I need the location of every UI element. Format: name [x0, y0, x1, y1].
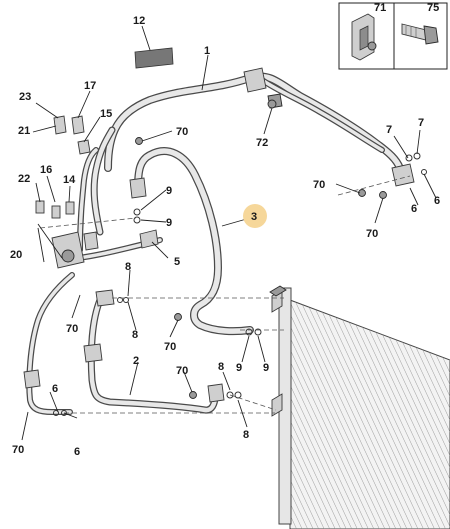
- callout-70-d: 70: [164, 341, 176, 353]
- callout-5: 5: [174, 256, 180, 268]
- callout-8-d: 8: [243, 429, 249, 441]
- callout-7-b: 7: [418, 117, 424, 129]
- callout-9-a: 9: [166, 185, 172, 197]
- callout-70-b: 70: [313, 179, 325, 191]
- callout-70-e: 70: [176, 365, 188, 377]
- callout-70-f: 70: [66, 323, 78, 335]
- callout-9-b: 9: [166, 217, 172, 229]
- valve-block-drawing: [51, 231, 99, 269]
- sticker-12-drawing: 12: [133, 15, 174, 69]
- callout-75: 75: [427, 2, 439, 14]
- callout-8-a: 8: [125, 261, 131, 273]
- callout-6-a: 6: [52, 383, 58, 395]
- callout-16: 16: [40, 164, 52, 176]
- callout-71: 71: [374, 2, 386, 14]
- callout-6-b: 6: [74, 446, 80, 458]
- callout-9-c: 9: [236, 362, 242, 374]
- callout-15: 15: [100, 108, 112, 120]
- callout-8-b: 8: [132, 329, 138, 341]
- callout-12: 12: [133, 15, 145, 27]
- callout-23: 23: [19, 91, 31, 103]
- callout-14: 14: [63, 174, 76, 186]
- callout-70-g: 70: [12, 444, 24, 456]
- callout-8-c: 8: [218, 361, 224, 373]
- bolt-75-drawing: [401, 23, 439, 45]
- callout-2: 2: [133, 355, 139, 367]
- inset-box: 71 75: [338, 2, 448, 70]
- callout-3: 3: [251, 211, 257, 223]
- pipe-left-lower-drawing: [23, 272, 75, 415]
- callout-70-a: 70: [176, 126, 188, 138]
- pipe-1-drawing: [104, 67, 415, 187]
- callout-20: 20: [10, 249, 22, 261]
- callout-17: 17: [84, 80, 96, 92]
- callout-6-c: 6: [411, 203, 417, 215]
- alignment-lines: [39, 175, 411, 414]
- callout-22: 22: [18, 173, 30, 185]
- pipe-2-drawing: [83, 289, 225, 414]
- pipe-3-drawing: [129, 147, 254, 336]
- callout-3-highlight: [243, 204, 267, 228]
- callout-72: 72: [256, 137, 268, 149]
- callout-70-c: 70: [366, 228, 378, 240]
- callout-7-a: 7: [386, 124, 392, 136]
- callouts: 1 2 3 5 6 6 6 6 7 7 8 8 8 8 9 9 9 9 14 1…: [10, 45, 440, 458]
- callout-9-d: 9: [263, 362, 269, 374]
- callout-1: 1: [204, 45, 210, 57]
- callout-6-d: 6: [434, 195, 440, 207]
- bracket-71-drawing: [351, 13, 377, 61]
- condenser-drawing: [269, 285, 450, 529]
- callout-21: 21: [18, 125, 30, 137]
